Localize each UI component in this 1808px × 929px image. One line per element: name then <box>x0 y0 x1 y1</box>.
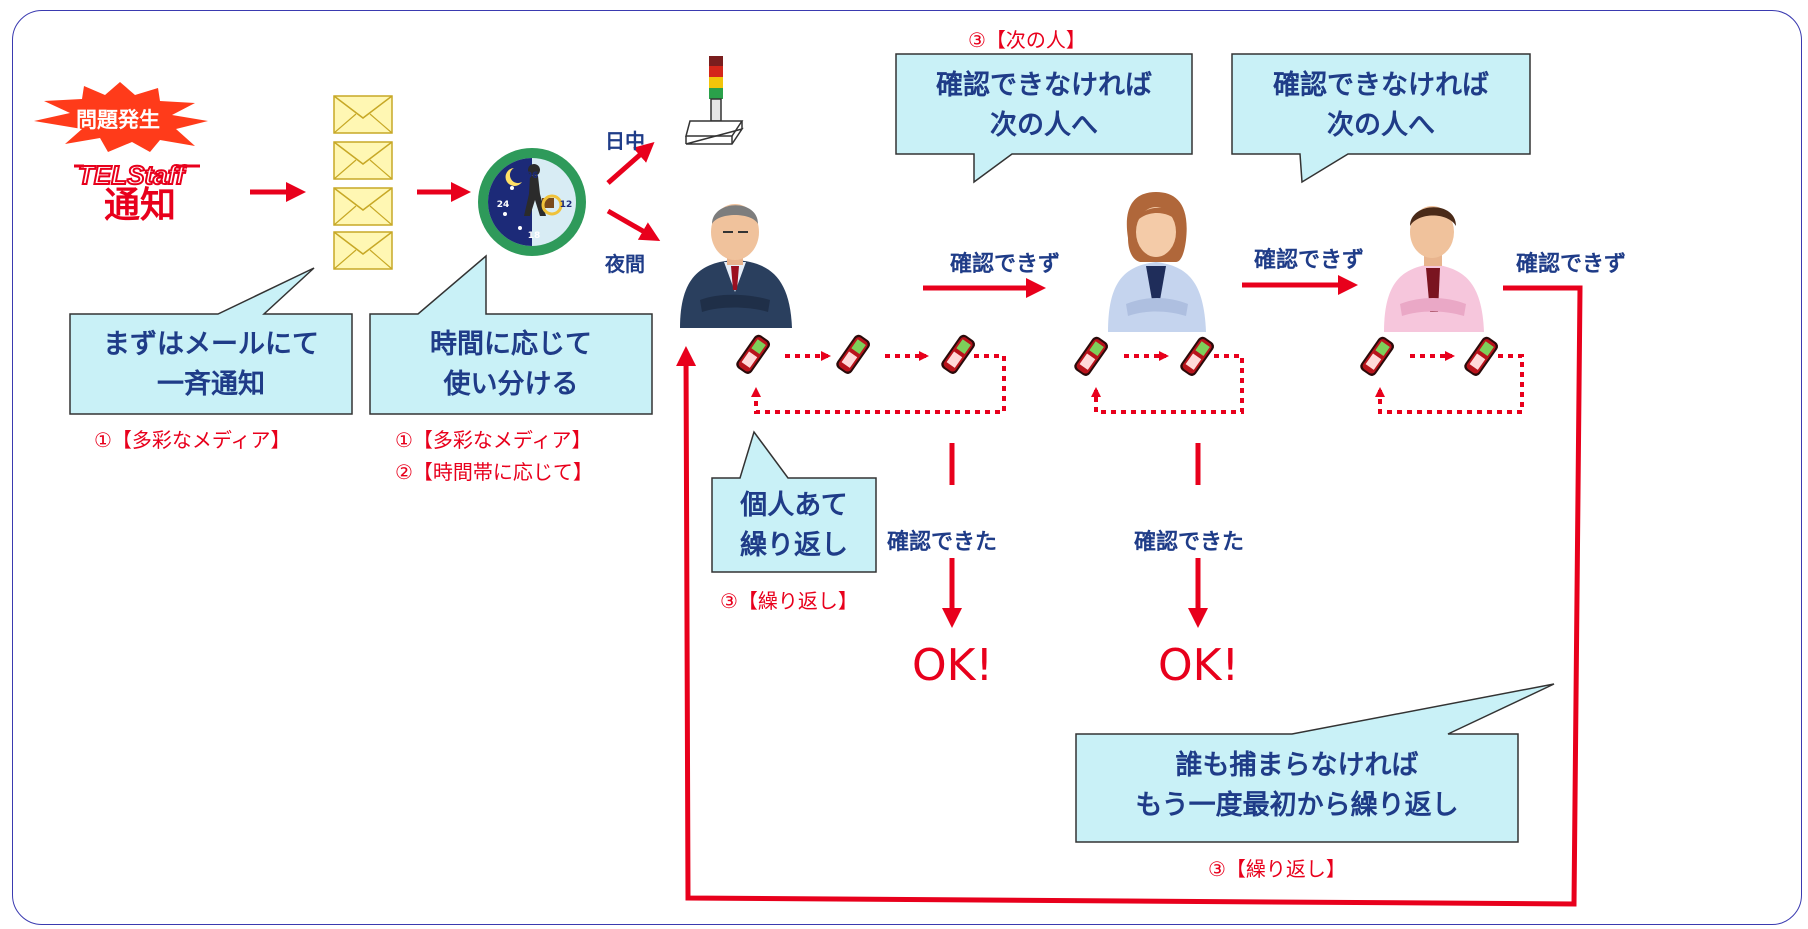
person-icon <box>1108 192 1206 332</box>
retry-loop-person-3 <box>1375 351 1524 414</box>
arrow-day <box>606 142 655 185</box>
callout-repeat-line1: 個人あて <box>740 490 848 521</box>
envelope-icon <box>333 187 393 226</box>
mobile-phone-icon <box>1462 334 1500 378</box>
tag-repeat-all: ③【繰り返し】 <box>1208 857 1346 881</box>
ok-label-2: OK! <box>1158 640 1240 691</box>
night-label: 夜間 <box>605 252 645 276</box>
callout-next1-line1: 確認できなければ <box>936 70 1152 101</box>
callout-time: 時間に応じて 使い分ける <box>370 325 652 405</box>
confirmed-label-2: 確認できた <box>1134 530 1245 555</box>
tag-next-person: ③【次の人】 <box>968 28 1086 52</box>
day-night-clock-icon: 06 24 12 18 <box>478 148 586 256</box>
mobile-phone-icon <box>734 332 772 376</box>
callout-next2-line2: 次の人へ <box>1327 110 1435 141</box>
signal-tower-icon <box>685 56 744 145</box>
callout-restart-line2: もう一度最初から繰り返し <box>1135 790 1459 821</box>
callout-repeat-bubble <box>711 430 877 573</box>
not-confirmed-label-1: 確認できず <box>950 252 1061 277</box>
callout-mail-line1: まずはメールにて <box>103 329 319 360</box>
burst-label: 問題発生 <box>76 108 160 132</box>
not-confirmed-label-2: 確認できず <box>1254 248 1365 273</box>
callout-time-bubble <box>369 254 653 415</box>
tag-media-1: ①【多彩なメディア】 <box>94 428 291 452</box>
diagram-frame <box>12 10 1802 925</box>
callout-next2-line1: 確認できなければ <box>1273 70 1489 101</box>
restart-loop-arrow <box>676 285 1583 907</box>
starburst-icon <box>34 82 208 152</box>
callout-repeat-line2: 繰り返し <box>740 530 848 561</box>
clock-mark-12: 12 <box>560 200 573 210</box>
callout-restart-line1: 誰も捕まらなければ <box>1175 750 1419 781</box>
callout-next2-bubble <box>1231 53 1531 184</box>
tag-timezone: ②【時間帯に応じて】 <box>395 460 593 484</box>
arrow-night <box>606 208 661 241</box>
callout-mail-bubble <box>69 267 353 415</box>
envelope-icon <box>333 95 393 134</box>
confirmed-label-1: 確認できた <box>887 530 998 555</box>
clock-mark-06: 06 <box>526 171 539 181</box>
callout-next1: 確認できなければ 次の人へ <box>896 66 1192 146</box>
mobile-phone-icon <box>834 332 872 376</box>
callout-mail-line2: 一斉通知 <box>157 369 265 400</box>
person-icon <box>1384 206 1484 332</box>
notify-label: 通知 <box>104 185 177 226</box>
callout-time-line2: 使い分ける <box>443 369 579 400</box>
not-confirmed-label-3: 確認できず <box>1516 252 1627 277</box>
callout-restart-bubble <box>1075 683 1555 843</box>
brand-logo: TELStaff <box>78 160 187 190</box>
mobile-phone-icon <box>1358 334 1396 378</box>
callout-restart: 誰も捕まらなければ もう一度最初から繰り返し <box>1076 746 1518 826</box>
envelope-icon <box>333 141 393 180</box>
day-label: 日中 <box>605 129 645 153</box>
mobile-phone-icon <box>1072 334 1110 378</box>
mobile-phone-icon <box>939 332 977 376</box>
callout-next2: 確認できなければ 次の人へ <box>1232 66 1530 146</box>
clock-mark-24: 24 <box>497 200 510 210</box>
clock-mark-18: 18 <box>528 231 541 241</box>
mobile-phone-icon <box>1178 334 1216 378</box>
retry-loop-person-2 <box>1091 351 1244 414</box>
ok-label-1: OK! <box>912 640 994 691</box>
callout-next1-bubble <box>895 53 1193 184</box>
callout-time-line1: 時間に応じて <box>430 329 592 360</box>
retry-loop-person-1 <box>751 351 1006 414</box>
person-icon <box>680 204 792 328</box>
callout-next1-line2: 次の人へ <box>990 110 1098 141</box>
callout-repeat: 個人あて 繰り返し <box>712 486 876 566</box>
tag-repeat-individual: ③【繰り返し】 <box>720 589 858 613</box>
envelope-icon <box>333 231 393 270</box>
tag-media-2: ①【多彩なメディア】 <box>395 428 592 452</box>
callout-mail: まずはメールにて 一斉通知 <box>70 325 352 405</box>
